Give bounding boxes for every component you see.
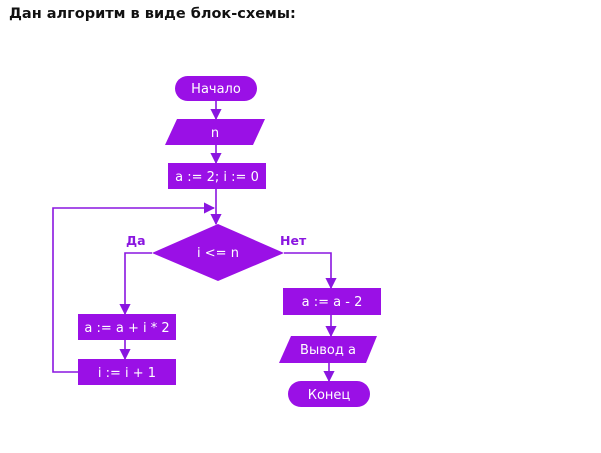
end-terminator <box>288 381 370 407</box>
output-block <box>279 336 377 363</box>
condition-diamond <box>152 224 284 281</box>
condition-label: i <= n <box>197 246 239 261</box>
increment-label: i := i + 1 <box>98 366 156 381</box>
connector-no-branch <box>284 252 337 290</box>
after-loop-label: a := a - 2 <box>302 295 363 310</box>
init-label: a := 2; i := 0 <box>175 170 259 185</box>
loop-body-label: a := a + i * 2 <box>84 321 169 336</box>
after-loop-block <box>283 288 381 315</box>
start-label: Начало <box>191 82 241 97</box>
end-label: Конец <box>308 388 351 403</box>
increment-block <box>78 359 176 385</box>
input-label: n <box>211 126 219 141</box>
output-label: Вывод a <box>300 343 356 358</box>
page-heading: Дан алгоритм в виде блок-схемы: <box>9 6 296 22</box>
init-block <box>168 163 266 189</box>
connector-yes-branch <box>119 252 152 316</box>
connector-loop-back <box>52 202 216 373</box>
yes-branch-label: Да <box>126 233 146 248</box>
start-terminator <box>175 76 257 101</box>
loop-body-block <box>78 314 176 340</box>
input-block <box>165 119 265 145</box>
no-branch-label: Нет <box>280 233 307 248</box>
